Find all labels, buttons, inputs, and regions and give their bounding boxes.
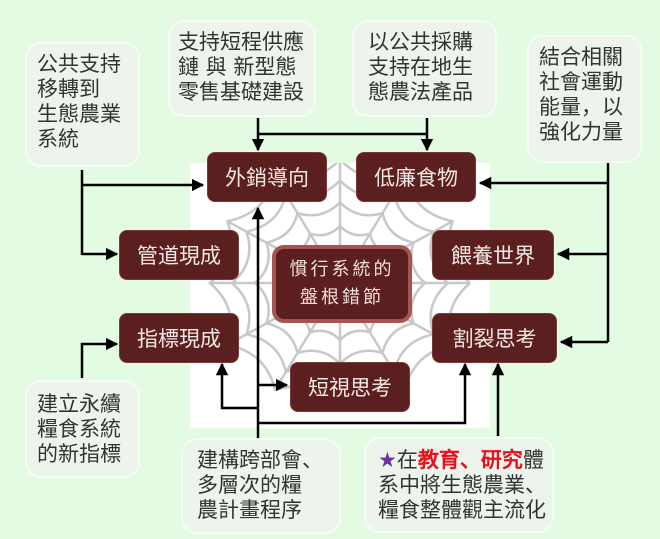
node-channel-ready: 管道現成 [119,230,239,280]
note-line: 零售基礎建設 [178,80,304,104]
note-line: 移轉到 [37,77,100,101]
note-line: 社會運動 [539,70,623,94]
highlight-education: 教育 [417,447,460,472]
note-line: 強化力量 [539,120,623,144]
highlight-separator: 、 [459,447,481,472]
note-line: 生態農業 [37,102,121,126]
note-line: 支持在地生 [368,55,473,79]
note-line: 系統 [37,127,79,151]
note-line: 農計畫程序 [197,498,302,522]
note-line: 鏈 與 新型態 [178,55,297,79]
note-cross-ministry: 建構跨部會、 多層次的糧 農計畫程序 [181,438,341,534]
center-line: 盤根錯節 [300,287,384,308]
note-public-procurement: 以公共採購 支持在地生 態農法產品 [352,20,497,117]
text-pre: 在 [396,448,418,472]
node-cheap-food: 低廉食物 [356,152,476,202]
note-short-chain: 支持短程供應 鏈 與 新型態 零售基礎建設 [168,20,316,117]
note-line: 支持短程供應 [178,30,304,54]
note-line: 公共支持 [37,52,121,76]
star-icon: ★ [378,448,397,472]
note-line-2: 系中將生態農業、 [378,473,546,497]
note-line: 多層次的糧 [197,473,302,497]
note-line: 的新指標 [37,442,121,466]
text-post: 體 [522,448,544,472]
note-line: 結合相關 [539,45,623,69]
highlight-research: 研究 [480,447,523,472]
note-line: 建立永續 [37,392,121,416]
node-feed-the-world: 餵養世界 [432,230,554,280]
note-line-3: 糧食整體觀主流化 [378,498,546,522]
arrow-cross-to-indicator [215,362,258,410]
note-line: 態農法產品 [368,80,473,104]
note-line: 能量，以 [539,95,623,119]
note-social-movement: 結合相關 社會運動 能量，以 強化力量 [527,35,642,163]
web-ring [253,200,426,366]
arrow-cross-to-fragmented [258,362,472,425]
node-indicator-ready: 指標現成 [119,313,239,363]
note-line: 以公共採購 [368,30,473,54]
note-new-indicators: 建立永續 糧食系統 的新指標 [25,380,140,478]
center-node: 慣行系統的 盤根錯節 [272,245,412,323]
note-line: 糧食系統 [37,417,121,441]
arrow-indicators-to-indicator [80,337,119,378]
note-public-support: 公共支持 移轉到 生態農業 系統 [25,42,140,167]
node-short-sighted-thinking: 短視思考 [290,362,410,412]
note-line-1: ★在教育、研究體 [378,447,544,473]
node-fragmented-thinking: 割裂思考 [432,313,557,363]
center-line: 慣行系統的 [289,259,395,280]
node-export-oriented: 外銷導向 [207,152,327,202]
note-education: ★在教育、研究體 系中將生態農業、 糧食整體觀主流化 [364,437,554,533]
note-line: 建構跨部會、 [197,448,323,472]
